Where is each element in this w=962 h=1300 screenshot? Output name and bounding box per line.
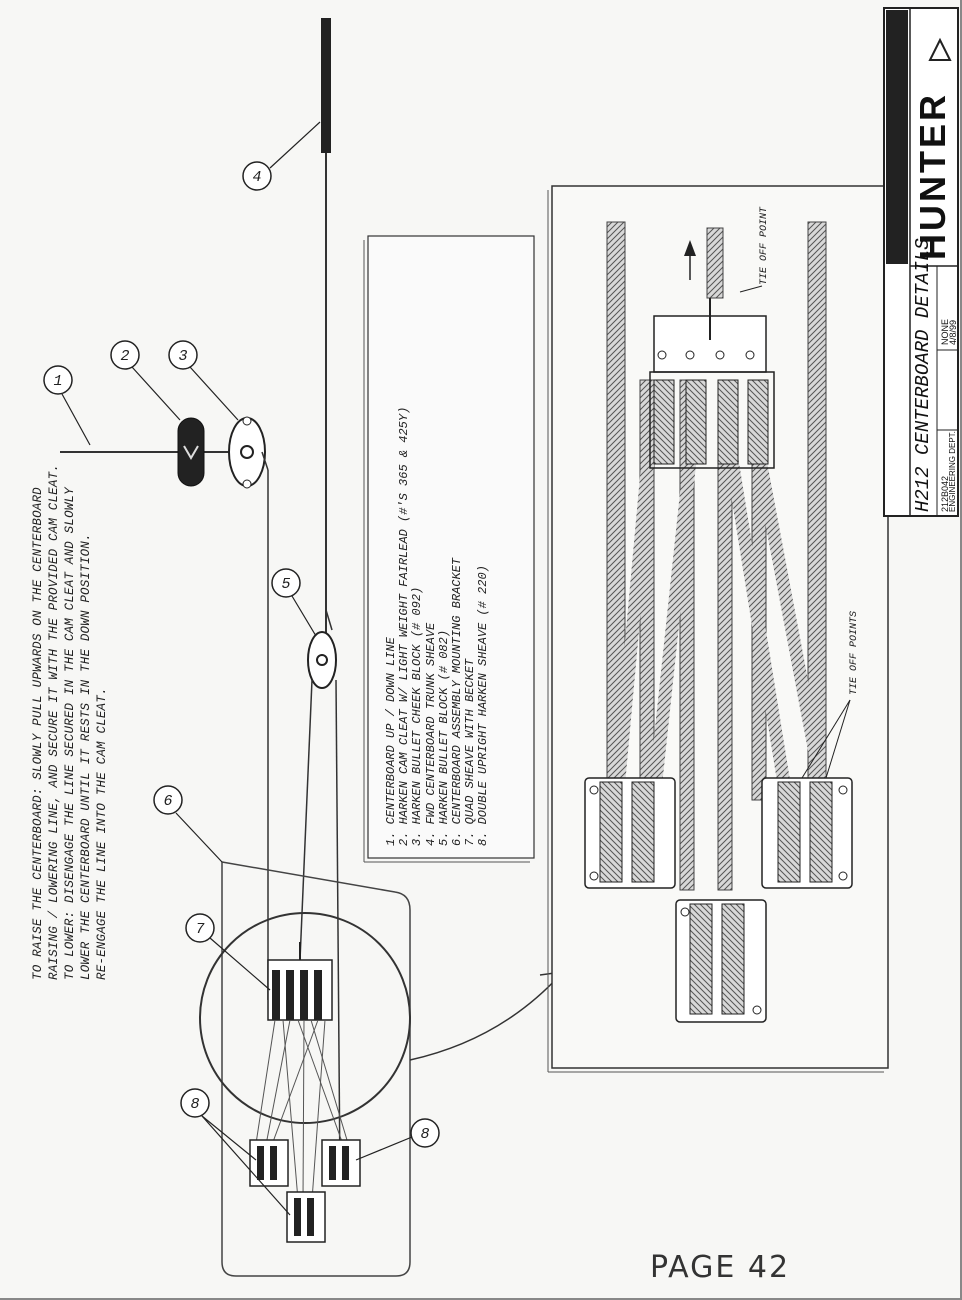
brand-logo: HUNTER bbox=[912, 92, 953, 260]
legend-item: 8. DOUBLE UPRIGHT HARKEN SHEAVE (# 220) bbox=[476, 565, 491, 846]
callout-1: 1 bbox=[53, 373, 62, 390]
legend-box bbox=[367, 235, 535, 859]
cam-cleat bbox=[177, 417, 205, 487]
instruction-line: LOWER THE CENTERBOARD UNTIL IT RESTS IN … bbox=[79, 533, 93, 980]
instructions-block: TO RAISE THE CENTERBOARD: SLOWLY PULL UP… bbox=[30, 464, 110, 980]
tie-off-point-label: TIE OFF POINT bbox=[759, 206, 770, 285]
mounting-bracket bbox=[221, 861, 411, 1277]
instruction-line: TO RAISE THE CENTERBOARD: SLOWLY PULL UP… bbox=[31, 487, 45, 980]
tie-off-points-label: TIE OFF POINTS bbox=[849, 610, 860, 695]
legend-list: 1. CENTERBOARD UP / DOWN LINE 2. HARKEN … bbox=[384, 407, 491, 846]
legend-item: 3. HARKEN BULLET CHEEK BLOCK (# 092) bbox=[410, 586, 425, 846]
callout-8b: 8 bbox=[420, 1126, 429, 1143]
callout-6: 6 bbox=[163, 793, 172, 810]
instruction-line: RE-ENGAGE THE LINE INTO THE CAM CLEAT. bbox=[95, 687, 109, 980]
instruction-line: RAISING / LOWERING LINE, AND SECURE IT W… bbox=[47, 464, 61, 980]
instruction-line: TO LOWER: DISENGAGE THE LINE SECURED IN … bbox=[63, 487, 77, 980]
drawing-date: 4/8/99 bbox=[948, 319, 958, 345]
callout-5: 5 bbox=[281, 576, 290, 593]
legend-item: 4. FWD CENTERBOARD TRUNK SHEAVE bbox=[423, 622, 438, 846]
callout-2: 2 bbox=[120, 348, 129, 365]
callout-8a: 8 bbox=[190, 1096, 199, 1113]
callout-4: 4 bbox=[252, 169, 261, 186]
drawn-by: ENGINEERING DEPT. bbox=[948, 431, 957, 512]
drawing-title: H212 CENTERBOARD DETAILS bbox=[912, 238, 934, 512]
page-number: PAGE 42 bbox=[650, 1250, 791, 1285]
callout-7: 7 bbox=[195, 921, 204, 938]
callout-3: 3 bbox=[178, 348, 187, 365]
